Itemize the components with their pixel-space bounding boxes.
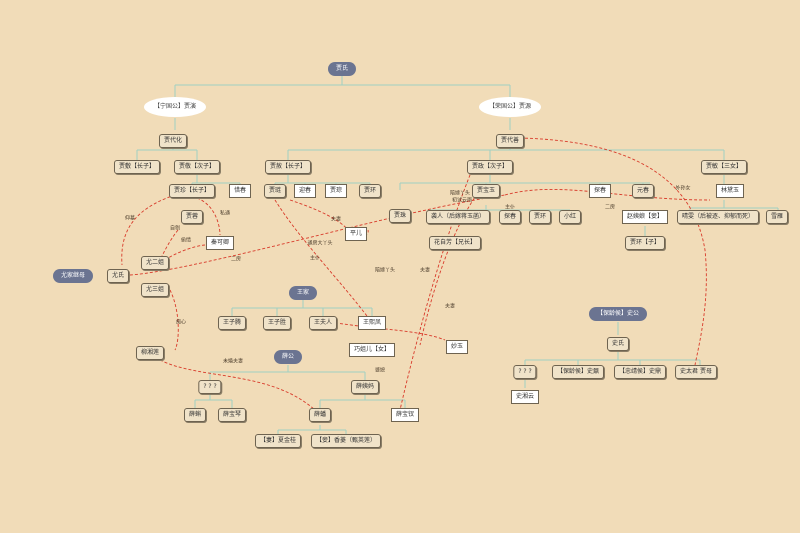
node-liuxianglian[interactable]: 柳湘莲 bbox=[135, 346, 165, 360]
node-tanchun-r[interactable]: 探春 bbox=[588, 184, 612, 198]
node-xueke[interactable]: 薛蝌 bbox=[183, 408, 207, 422]
edge-label: 初试云雨 bbox=[451, 197, 473, 204]
edge-label: 自刎 bbox=[169, 225, 181, 232]
node-jiajing[interactable]: 贾敬【次子】 bbox=[173, 160, 221, 174]
node-shiding[interactable]: 【保龄侯】史鼐 bbox=[551, 365, 605, 379]
node-unknown-xue[interactable]: ? ? ? bbox=[198, 380, 222, 394]
node-lindaiyu[interactable]: 林黛玉 bbox=[715, 184, 745, 198]
edge-label: 陪嫁丫头 bbox=[374, 267, 396, 274]
node-jiamin[interactable]: 贾敏【三女】 bbox=[700, 160, 748, 174]
node-jiamu[interactable]: 史太君 贾母 bbox=[675, 365, 717, 379]
node-youerjie[interactable]: 尤二姐 bbox=[140, 256, 170, 270]
edge-label: 夫妻 bbox=[444, 303, 456, 310]
node-pinger[interactable]: 平儿 bbox=[344, 227, 368, 241]
node-xueyan[interactable]: 雪雁 bbox=[765, 210, 789, 224]
house-ningguo[interactable]: 【宁国公】贾演 bbox=[143, 97, 207, 117]
node-jiazheng[interactable]: 贾政【次子】 bbox=[466, 160, 514, 174]
node-wangxifeng[interactable]: 王熙凤 bbox=[357, 316, 387, 330]
edge-label: 二房 bbox=[604, 204, 616, 211]
edge-label: 仰慕 bbox=[124, 215, 136, 222]
edge-label: 婆媳 bbox=[374, 367, 386, 374]
node-jiahuan2[interactable]: 贾环【子】 bbox=[624, 236, 666, 250]
node-xuegong[interactable]: 薛公 bbox=[273, 350, 303, 364]
node-qingwen[interactable]: 晴雯（后被逐、抑郁而死） bbox=[676, 210, 760, 224]
node-xuebaochai[interactable]: 薛宝钗 bbox=[390, 408, 420, 422]
node-huaziren[interactable]: 花自芳【兄长】 bbox=[428, 236, 482, 250]
edge-label: 痴心 bbox=[175, 319, 187, 326]
node-jiahuan-she[interactable]: 贾环 bbox=[358, 184, 382, 198]
node-miaoyu[interactable]: 妙玉 bbox=[445, 340, 469, 354]
tree-lines bbox=[136, 70, 779, 438]
edge-label: 偷情 bbox=[180, 237, 192, 244]
edge-label: 夫妻 bbox=[330, 216, 342, 223]
edge-label: 主仆 bbox=[309, 255, 321, 262]
node-jiazhen[interactable]: 贾珍【长子】 bbox=[168, 184, 216, 198]
edge-label: 二房 bbox=[230, 256, 242, 263]
node-yourenjia[interactable]: 尤家继母 bbox=[52, 269, 94, 283]
node-yingchun[interactable]: 迎春 bbox=[293, 184, 317, 198]
node-jiahuan[interactable]: 贾环 bbox=[528, 210, 552, 224]
node-xiangling[interactable]: 【妾】香菱（甄英莲） bbox=[310, 434, 382, 448]
node-xiren[interactable]: 袭人（后嫁蒋玉菡） bbox=[425, 210, 491, 224]
node-jiazhu[interactable]: 贾珠 bbox=[388, 209, 412, 223]
node-yuanchun[interactable]: 元春 bbox=[631, 184, 655, 198]
node-baolinghou[interactable]: 【保龄侯】史公 bbox=[588, 307, 648, 321]
edge-label: 私通 bbox=[219, 210, 231, 217]
node-qiaojie[interactable]: 巧姐儿【女】 bbox=[348, 343, 396, 357]
node-jiarong[interactable]: 贾蓉 bbox=[180, 210, 204, 224]
node-xuepan[interactable]: 薛蟠 bbox=[308, 408, 332, 422]
node-jiafu[interactable]: 贾敷【长子】 bbox=[113, 160, 161, 174]
edge-label: 未婚夫妻 bbox=[222, 358, 244, 365]
node-daihua[interactable]: 贾代化 bbox=[158, 134, 188, 148]
node-shishi[interactable]: 史氏 bbox=[606, 337, 630, 351]
node-jiacong[interactable]: 贾琮 bbox=[324, 184, 348, 198]
node-zhaoyiniang[interactable]: 赵姨娘【妾】 bbox=[621, 210, 669, 224]
edge-label: 通房大丫头 bbox=[307, 240, 333, 247]
node-shiding2[interactable]: 【忠靖侯】史鼎 bbox=[613, 365, 667, 379]
node-wangzisheng[interactable]: 王子胜 bbox=[262, 316, 292, 330]
node-xuebaoqin[interactable]: 薛宝琴 bbox=[217, 408, 247, 422]
node-jiabaoyu[interactable]: 贾宝玉 bbox=[471, 184, 501, 198]
node-wangfuren[interactable]: 王夫人 bbox=[308, 316, 338, 330]
node-yousanjie[interactable]: 尤三姐 bbox=[140, 283, 170, 297]
node-daishan[interactable]: 贾代善 bbox=[495, 134, 525, 148]
node-xiaohong[interactable]: 小红 bbox=[558, 210, 582, 224]
edge-label: 外孙女 bbox=[675, 185, 691, 192]
node-jiashe[interactable]: 贾赦【长子】 bbox=[264, 160, 312, 174]
edge-label: 夫妻 bbox=[419, 267, 431, 274]
house-rongguo[interactable]: 【荣国公】贾源 bbox=[478, 97, 542, 117]
root-jia[interactable]: 贾氏 bbox=[327, 62, 357, 76]
edge-label: 陪嫁丫头 bbox=[449, 190, 471, 197]
node-youshi[interactable]: 尤氏 bbox=[106, 269, 130, 283]
node-xiajingui[interactable]: 【妻】夏金桂 bbox=[254, 434, 302, 448]
node-xueyima[interactable]: 薛姨妈 bbox=[350, 380, 380, 394]
node-qinkeqing[interactable]: 秦可卿 bbox=[205, 236, 235, 250]
edge-label: 主仆 bbox=[504, 204, 516, 211]
node-xichun[interactable]: 惜春 bbox=[228, 184, 252, 198]
node-jialian[interactable]: 贾琏 bbox=[263, 184, 287, 198]
node-wangjia[interactable]: 王家 bbox=[288, 286, 318, 300]
node-wangziteng[interactable]: 王子腾 bbox=[217, 316, 247, 330]
node-unknown-shi[interactable]: ? ? ? bbox=[513, 365, 537, 379]
node-shixiangyun[interactable]: 史湘云 bbox=[510, 390, 540, 404]
node-tanchun[interactable]: 探春 bbox=[498, 210, 522, 224]
